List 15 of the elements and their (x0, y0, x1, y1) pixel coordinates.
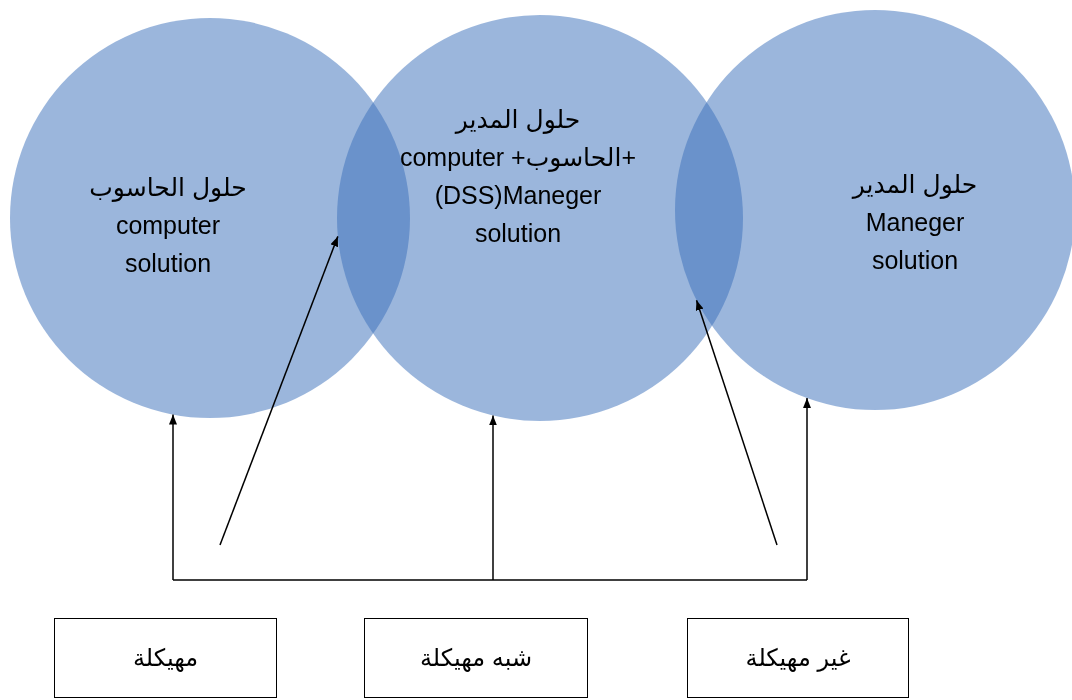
arrow (219, 235, 339, 546)
circle-label: Maneger solution (864, 207, 966, 276)
circle-label: حلول الحاسوب (88, 172, 248, 204)
label-box: مهيكلة (54, 618, 277, 698)
label-box: غير مهيكلة (687, 618, 909, 698)
circle-label: حلول المدير (453, 104, 582, 136)
arrow (489, 414, 497, 581)
label-box: شبه مهيكلة (364, 618, 588, 698)
circle-label: computer +الحاسوب+ (398, 142, 638, 174)
circle-label: حلول المدير (850, 169, 979, 201)
circle-label: (DSS)Maneger solution (433, 180, 603, 249)
arrow (803, 397, 811, 581)
arrow (695, 299, 778, 546)
circle-label: computer solution (114, 210, 222, 279)
arrow (169, 413, 177, 581)
